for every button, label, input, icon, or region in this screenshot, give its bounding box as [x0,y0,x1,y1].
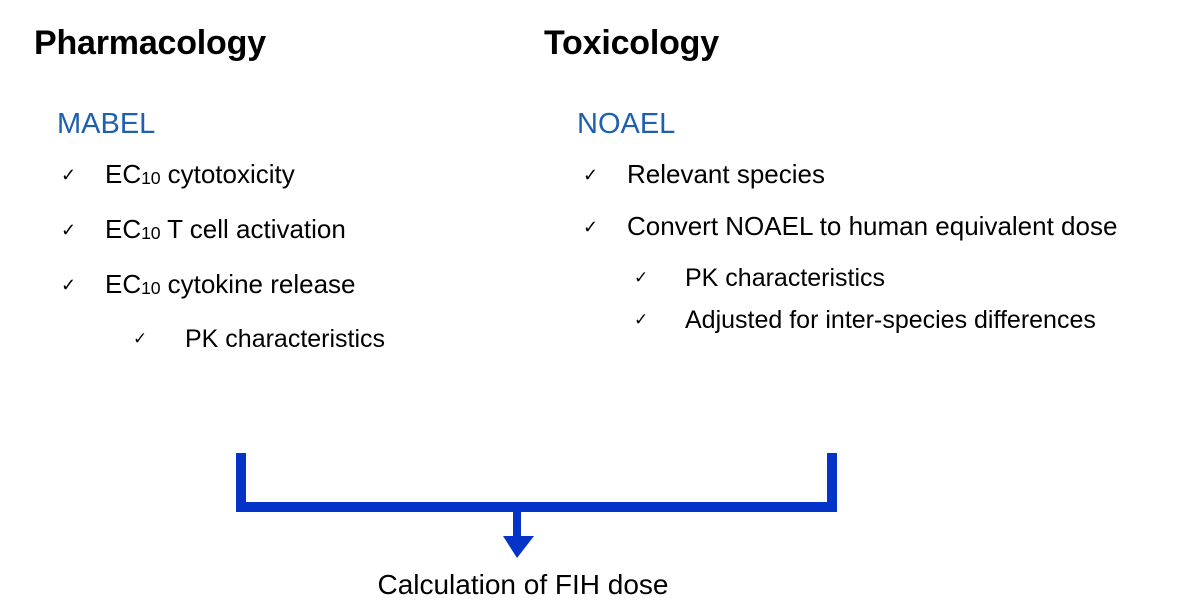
checkmark-icon: ✓ [133,329,148,348]
bullet-item: ✓ Convert NOAEL to human equivalent dose [577,212,1182,241]
checkmark-icon: ✓ [634,310,649,329]
bullet-text-before: EC [105,269,142,299]
arrow-stem [513,510,521,542]
column-heading-pharmacology: Pharmacology [34,24,266,62]
bullet-subscript: 10 [141,278,161,299]
bullet-label: PK characteristics [185,325,386,353]
bullet-text-before: EC [105,214,142,244]
subheading-noael: NOAEL [577,108,676,140]
bullet-item: ✓ PK characteristics [577,264,1182,292]
bullet-item: ✓ EC10 cytokine release [55,270,525,302]
checkmark-icon: ✓ [583,217,599,237]
checkmark-icon: ✓ [61,220,77,240]
arrow-head-icon [503,536,534,558]
bullet-label: EC10 cytokine release [105,270,525,302]
bracket-left-stem [236,453,246,512]
bullet-text-after: cytotoxicity [160,159,295,189]
bullet-label: PK characteristics [685,264,886,292]
bullet-item: ✓ EC10 cytotoxicity [55,160,525,192]
bullet-item: ✓ Adjusted for inter-species differences [577,306,1182,334]
column-heading-toxicology: Toxicology [544,24,719,62]
checkmark-icon: ✓ [61,275,77,295]
checkmark-icon: ✓ [634,268,649,287]
bullet-subscript: 10 [141,223,161,244]
bullet-label: Adjusted for inter-species differences [685,306,1096,334]
bullet-text-after: T cell activation [160,214,346,244]
bullet-subscript: 10 [141,168,161,189]
bullet-text-before: EC [105,159,142,189]
bullet-item: ✓ PK characteristics [55,325,525,353]
checkmark-icon: ✓ [583,165,599,185]
subheading-mabel: MABEL [57,108,156,140]
caption-calculation-of-fih-dose: Calculation of FIH dose [377,569,669,600]
checkmark-icon: ✓ [61,165,77,185]
bullet-item: ✓ EC10 T cell activation [55,215,525,247]
bullet-list-toxicology: ✓ Relevant species ✓ Convert NOAEL to hu… [577,160,1182,348]
bullet-label: EC10 T cell activation [105,215,525,247]
bullet-list-pharmacology: ✓ EC10 cytotoxicity ✓ EC10 T cell activa… [55,160,525,367]
bullet-text-after: cytokine release [160,269,356,299]
bullet-label: Convert NOAEL to human equivalent dose [627,211,1118,241]
bracket-horizontal-bar [236,502,837,512]
bracket-right-stem [827,453,837,512]
bullet-label: EC10 cytotoxicity [105,160,525,192]
bullet-label: Relevant species [627,159,825,189]
bullet-item: ✓ Relevant species [577,160,1182,189]
